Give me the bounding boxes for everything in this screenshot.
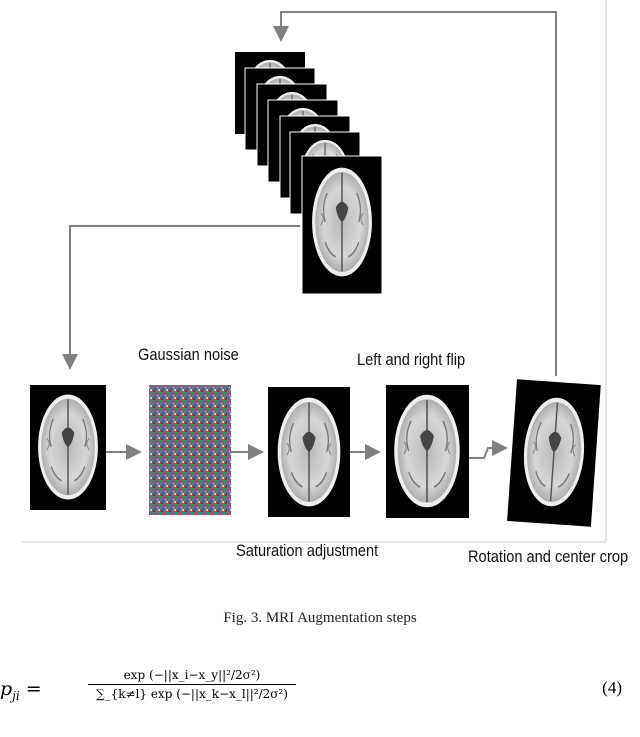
slice-stack — [235, 52, 383, 295]
equation-denominator: ∑_{k≠l} exp (−||x_k−x_l||²/2σ²) — [96, 687, 288, 701]
equation-lhs: pji = — [0, 678, 42, 703]
flipped-slice — [386, 385, 469, 518]
equation-number: (4) — [602, 678, 622, 697]
gaussian-noise-label: Gaussian noise — [138, 345, 239, 364]
figure-border — [22, 0, 607, 543]
saturation-label: Saturation adjustment — [236, 541, 379, 560]
rotated-slice — [507, 379, 601, 527]
rotation-label: Rotation and center crop — [468, 547, 629, 566]
equation: pji = exp (−||x_i−x_y||²/2σ²) ∑_{k≠l} ex… — [0, 668, 640, 728]
fraction-bar — [88, 684, 296, 685]
flip-label: Left and right flip — [357, 350, 466, 369]
equation-fraction: exp (−||x_i−x_y||²/2σ²) ∑_{k≠l} exp (−||… — [82, 668, 302, 701]
augmentation-diagram — [22, 0, 607, 543]
original-slice — [30, 385, 106, 510]
gaussian-noise-slice — [149, 385, 231, 515]
saturation-slice — [268, 387, 350, 517]
equation-numerator: exp (−||x_i−x_y||²/2σ²) — [123, 668, 261, 682]
connector-arrows — [62, 11, 557, 460]
figure-caption: Fig. 3. MRI Augmentation steps — [223, 610, 417, 626]
